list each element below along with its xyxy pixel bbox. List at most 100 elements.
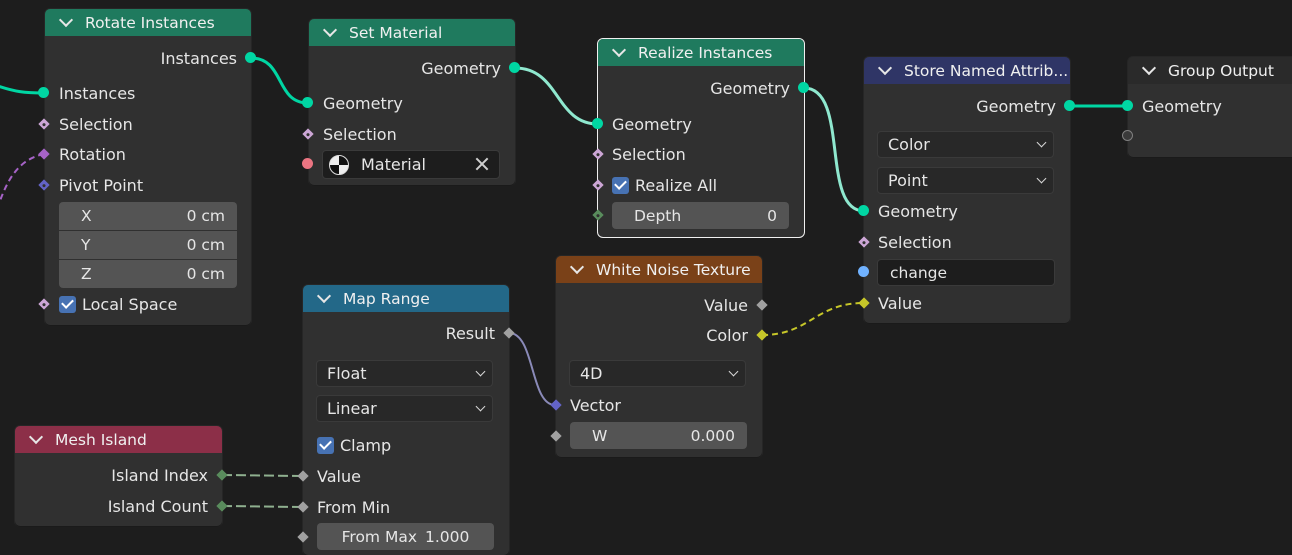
socket-string[interactable] (858, 266, 869, 277)
field-value: change (890, 263, 948, 282)
field-label: Depth (634, 206, 682, 225)
node-store-named-attribute[interactable]: Store Named Attrib... Geometry Color Poi… (864, 57, 1070, 323)
chevron-down-icon (1036, 137, 1047, 148)
dropdown-value: Point (888, 171, 928, 190)
checkbox-checked-icon[interactable] (59, 295, 76, 313)
link-result-to-vector (508, 332, 556, 406)
socket-geometry[interactable] (1064, 100, 1075, 111)
realize-all-checkbox[interactable]: Realize All (598, 170, 804, 200)
socket-geometry[interactable] (592, 118, 603, 129)
material-sphere-icon (329, 154, 349, 175)
node-group-output[interactable]: Group Output Geometry (1128, 57, 1292, 157)
socket-label: Value (878, 293, 922, 313)
collapse-chevron-icon[interactable] (316, 288, 332, 304)
dropdown-value: Color (888, 135, 930, 154)
socket-label: Instances (160, 48, 237, 68)
node-header[interactable]: Store Named Attrib... (864, 57, 1070, 84)
input-selection: Selection (45, 109, 251, 139)
input-value: Value (303, 461, 509, 491)
output-result: Result (303, 318, 509, 348)
socket-label: Selection (59, 114, 133, 134)
output-geometry: Geometry (598, 73, 804, 103)
checkbox-label: Realize All (635, 175, 718, 195)
node-header[interactable]: Rotate Instances (45, 9, 251, 36)
socket-label: Island Count (107, 496, 208, 516)
socket-material[interactable] (302, 158, 313, 169)
domain-dropdown[interactable]: Point (877, 167, 1054, 194)
node-mesh-island[interactable]: Mesh Island Island Index Island Count (15, 426, 222, 526)
node-header[interactable]: Mesh Island (15, 426, 222, 453)
node-title: Group Output (1168, 61, 1274, 80)
w-field[interactable]: W 0.000 (570, 422, 747, 449)
socket-geometry[interactable] (38, 87, 49, 98)
socket-label: Geometry (710, 78, 790, 98)
node-rotate-instances[interactable]: Rotate Instances Instances Instances Sel… (45, 9, 251, 325)
node-header[interactable]: Group Output (1128, 57, 1292, 84)
data-type-dropdown[interactable]: Color (877, 131, 1054, 158)
field-value: 0 (767, 206, 777, 225)
input-selection: Selection (598, 139, 804, 169)
clear-material-icon[interactable] (475, 157, 489, 171)
input-vector: Vector (556, 390, 762, 420)
socket-geometry[interactable] (302, 97, 313, 108)
node-set-material[interactable]: Set Material Geometry Geometry Selection… (309, 19, 515, 185)
output-instances: Instances (45, 43, 251, 73)
input-geometry: Geometry (864, 196, 1070, 226)
link-count-to-from-min (221, 505, 303, 508)
socket-label: Vector (570, 395, 621, 415)
checkbox-checked-icon[interactable] (317, 436, 334, 454)
interpolation-dropdown[interactable]: Linear (316, 395, 493, 422)
node-white-noise-texture[interactable]: White Noise Texture Value Color 4D Vecto… (556, 256, 762, 457)
output-color: Color (556, 320, 762, 350)
socket-geometry[interactable] (798, 82, 809, 93)
from-max-field[interactable]: From Max 1.000 (317, 523, 494, 550)
socket-geometry[interactable] (1122, 100, 1133, 111)
depth-field[interactable]: Depth 0 (612, 202, 789, 229)
node-map-range[interactable]: Map Range Result Float Linear Clamp Valu… (303, 285, 509, 555)
node-header[interactable]: Set Material (309, 19, 515, 46)
socket-geometry[interactable] (858, 205, 869, 216)
socket-label: Pivot Point (59, 175, 144, 195)
local-space-checkbox[interactable]: Local Space (45, 289, 251, 319)
checkbox-checked-icon[interactable] (612, 176, 629, 194)
input-from-min: From Min (303, 492, 509, 522)
clamp-checkbox[interactable]: Clamp (303, 430, 509, 460)
node-title: White Noise Texture (596, 260, 751, 279)
collapse-chevron-icon[interactable] (877, 60, 893, 76)
chevron-down-icon (728, 366, 739, 377)
collapse-chevron-icon[interactable] (58, 12, 74, 28)
node-header[interactable]: Map Range (303, 285, 509, 312)
link-index-to-value (221, 474, 303, 477)
data-type-dropdown[interactable]: Float (316, 360, 493, 387)
dimensions-dropdown[interactable]: 4D (569, 360, 746, 387)
socket-empty[interactable] (1122, 130, 1133, 141)
socket-geometry[interactable] (509, 62, 520, 73)
collapse-chevron-icon[interactable] (611, 42, 627, 58)
attribute-name-field[interactable]: change (877, 259, 1055, 286)
socket-label: Geometry (323, 93, 403, 113)
input-instances: Instances (45, 78, 251, 108)
socket-geometry[interactable] (245, 52, 256, 63)
node-header[interactable]: Realize Instances (598, 39, 804, 66)
node-realize-instances[interactable]: Realize Instances Geometry Geometry Sele… (598, 39, 804, 237)
collapse-chevron-icon[interactable] (28, 429, 44, 445)
collapse-chevron-icon[interactable] (322, 22, 338, 38)
output-island-count: Island Count (15, 491, 222, 521)
socket-label: Geometry (421, 58, 501, 78)
collapse-chevron-icon[interactable] (569, 259, 585, 275)
socket-label: From Min (317, 497, 391, 517)
collapse-chevron-icon[interactable] (1141, 60, 1157, 76)
output-value: Value (556, 290, 762, 320)
node-title: Realize Instances (638, 43, 773, 62)
input-pivot-point: Pivot Point (45, 170, 251, 200)
node-title: Rotate Instances (85, 13, 215, 32)
dropdown-value: 4D (580, 364, 603, 383)
node-header[interactable]: White Noise Texture (556, 256, 762, 283)
material-selector[interactable]: Material (322, 150, 500, 179)
link-color-to-value (761, 302, 865, 336)
socket-label: Value (704, 295, 748, 315)
